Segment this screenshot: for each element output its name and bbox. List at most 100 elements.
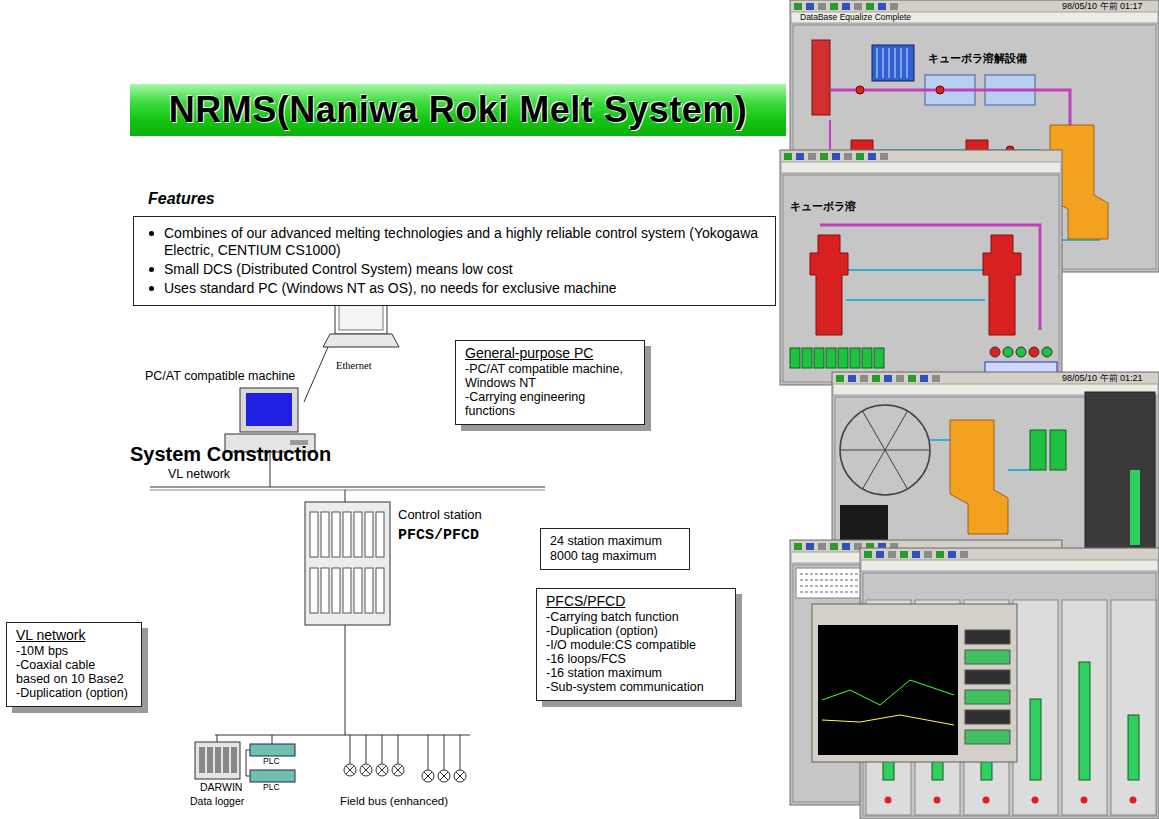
filter-fin — [889, 48, 890, 78]
wheel-spoke — [863, 450, 886, 489]
ladle-symbol — [950, 420, 1008, 534]
window-frame — [780, 150, 1062, 385]
filter-fin — [877, 48, 878, 78]
tool-icon — [932, 375, 940, 382]
tool-icon — [808, 153, 816, 160]
bullet — [149, 286, 154, 291]
level-bar — [1050, 430, 1066, 470]
faceplate-lamp — [1130, 797, 1137, 804]
field-device — [344, 764, 356, 776]
field-bus-line — [215, 735, 470, 736]
device-label: PLC — [263, 757, 280, 767]
field-device-mark — [362, 766, 370, 774]
io-module — [376, 512, 384, 557]
heading: PFCS/PFCD — [546, 593, 726, 610]
io-module — [365, 512, 373, 557]
filter-fin — [907, 48, 908, 78]
node-text: -10M bps — [16, 644, 132, 658]
vl-network-line — [150, 486, 545, 487]
io-module — [354, 512, 362, 557]
tool-icon — [784, 153, 792, 160]
heading: General-purpose PC — [465, 345, 635, 362]
tool-icon — [818, 543, 826, 550]
window-frame — [832, 372, 1159, 557]
tool-icon — [912, 551, 920, 558]
device-label: Control station — [398, 508, 482, 523]
node-text: -Carrying batch function — [546, 610, 726, 624]
pipe — [830, 90, 1070, 130]
tool-icon — [830, 3, 838, 10]
toolbar — [781, 151, 1061, 162]
faceplate-bar — [1030, 699, 1041, 780]
filter-symbol — [872, 45, 914, 81]
level-bar — [874, 348, 884, 368]
tool-icon — [844, 153, 852, 160]
wheel-spoke — [863, 411, 886, 450]
node-text: -Duplication (option) — [16, 686, 132, 700]
field-device — [422, 770, 434, 782]
screen-window — [832, 372, 1159, 557]
darwin-slot — [199, 747, 205, 773]
faceplate-bar — [1079, 662, 1090, 780]
lamp-symbol — [1016, 347, 1026, 357]
node-text: -Coaxial cable based on 10 Base2 — [16, 658, 132, 686]
bus-drop — [217, 735, 218, 742]
faceplate — [1013, 600, 1058, 815]
filter-fin — [895, 48, 896, 78]
level-bar — [802, 348, 812, 368]
tool-icon — [854, 3, 862, 10]
cupola-symbol — [810, 235, 848, 335]
node-text: Uses standard PC (Windows NT as OS), no … — [146, 280, 763, 297]
station-drop — [345, 490, 346, 502]
field-device-mark — [378, 766, 386, 774]
node-text: -I/O module:CS compatible — [546, 638, 726, 652]
tool-icon — [860, 375, 868, 382]
toolbar — [791, 1, 1158, 12]
valve-symbol — [856, 86, 864, 94]
faceplate-lamp — [983, 797, 990, 804]
pipe — [846, 270, 985, 300]
io-module — [343, 568, 351, 613]
tool-icon — [920, 375, 928, 382]
heading: Features — [148, 190, 215, 207]
monitor-screen — [246, 393, 292, 426]
field-device — [376, 764, 388, 776]
screen-clock: 98/05/10 午前 01:21 — [1062, 373, 1143, 383]
tool-icon — [878, 3, 886, 10]
plc-link — [246, 750, 250, 776]
node-text: -16 loops/FCS — [546, 652, 726, 666]
level-bar — [1030, 430, 1046, 470]
pc-callout: General-purpose PC-PC/AT compatible mach… — [455, 340, 645, 425]
screen-window — [780, 150, 1062, 385]
tool-icon — [936, 551, 944, 558]
field-device-mark — [456, 772, 464, 780]
vl-network-line — [150, 490, 545, 491]
level-bar — [814, 348, 824, 368]
screen-clock: 98/05/10 午前 01:17 — [1062, 1, 1143, 11]
field-device — [438, 770, 450, 782]
device-label: PFCS/PFCD — [398, 527, 479, 544]
field-device-mark — [346, 766, 354, 774]
valve-symbol — [936, 86, 944, 94]
legend-swatch-graphic — [965, 630, 1010, 644]
darwin-slot — [215, 747, 221, 773]
tool-icon — [890, 3, 898, 10]
status-bar — [791, 12, 1158, 23]
io-module — [332, 568, 340, 613]
legend-swatch-graphic — [965, 710, 1010, 724]
node-text: -PC/AT compatible machine, Windows NT — [465, 362, 635, 390]
field-device-mark — [424, 772, 432, 780]
section-heading: System Construction — [130, 443, 331, 466]
tool-icon — [820, 153, 828, 160]
legend-swatch-graphic — [965, 690, 1010, 704]
bus-drop — [460, 735, 461, 770]
wheel-spoke — [885, 411, 908, 450]
io-module — [310, 512, 318, 557]
io-module — [365, 568, 373, 613]
legend-swatch-graphic — [965, 730, 1010, 744]
level-bar — [826, 348, 836, 368]
bus-drop — [428, 735, 429, 770]
tool-icon — [848, 375, 856, 382]
filter-fin — [883, 48, 884, 78]
tool-icon — [884, 375, 892, 382]
